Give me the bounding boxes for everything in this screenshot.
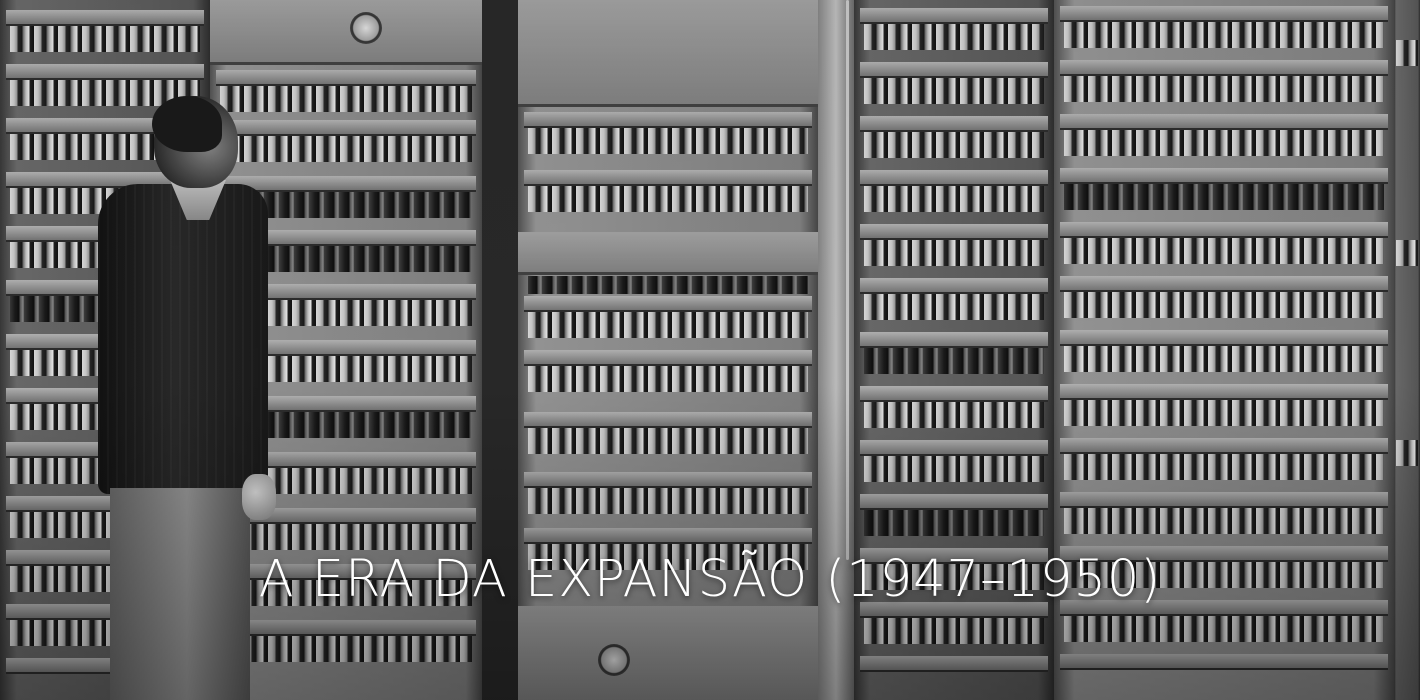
man-figure: [92, 96, 282, 700]
banner-title: A ERA DA EXPANSÃO (1947–1950): [258, 550, 1162, 609]
computer-rack-right-2: [1054, 0, 1394, 700]
computer-rack-right-1: [854, 0, 1054, 700]
computer-rack-center: [518, 0, 818, 700]
